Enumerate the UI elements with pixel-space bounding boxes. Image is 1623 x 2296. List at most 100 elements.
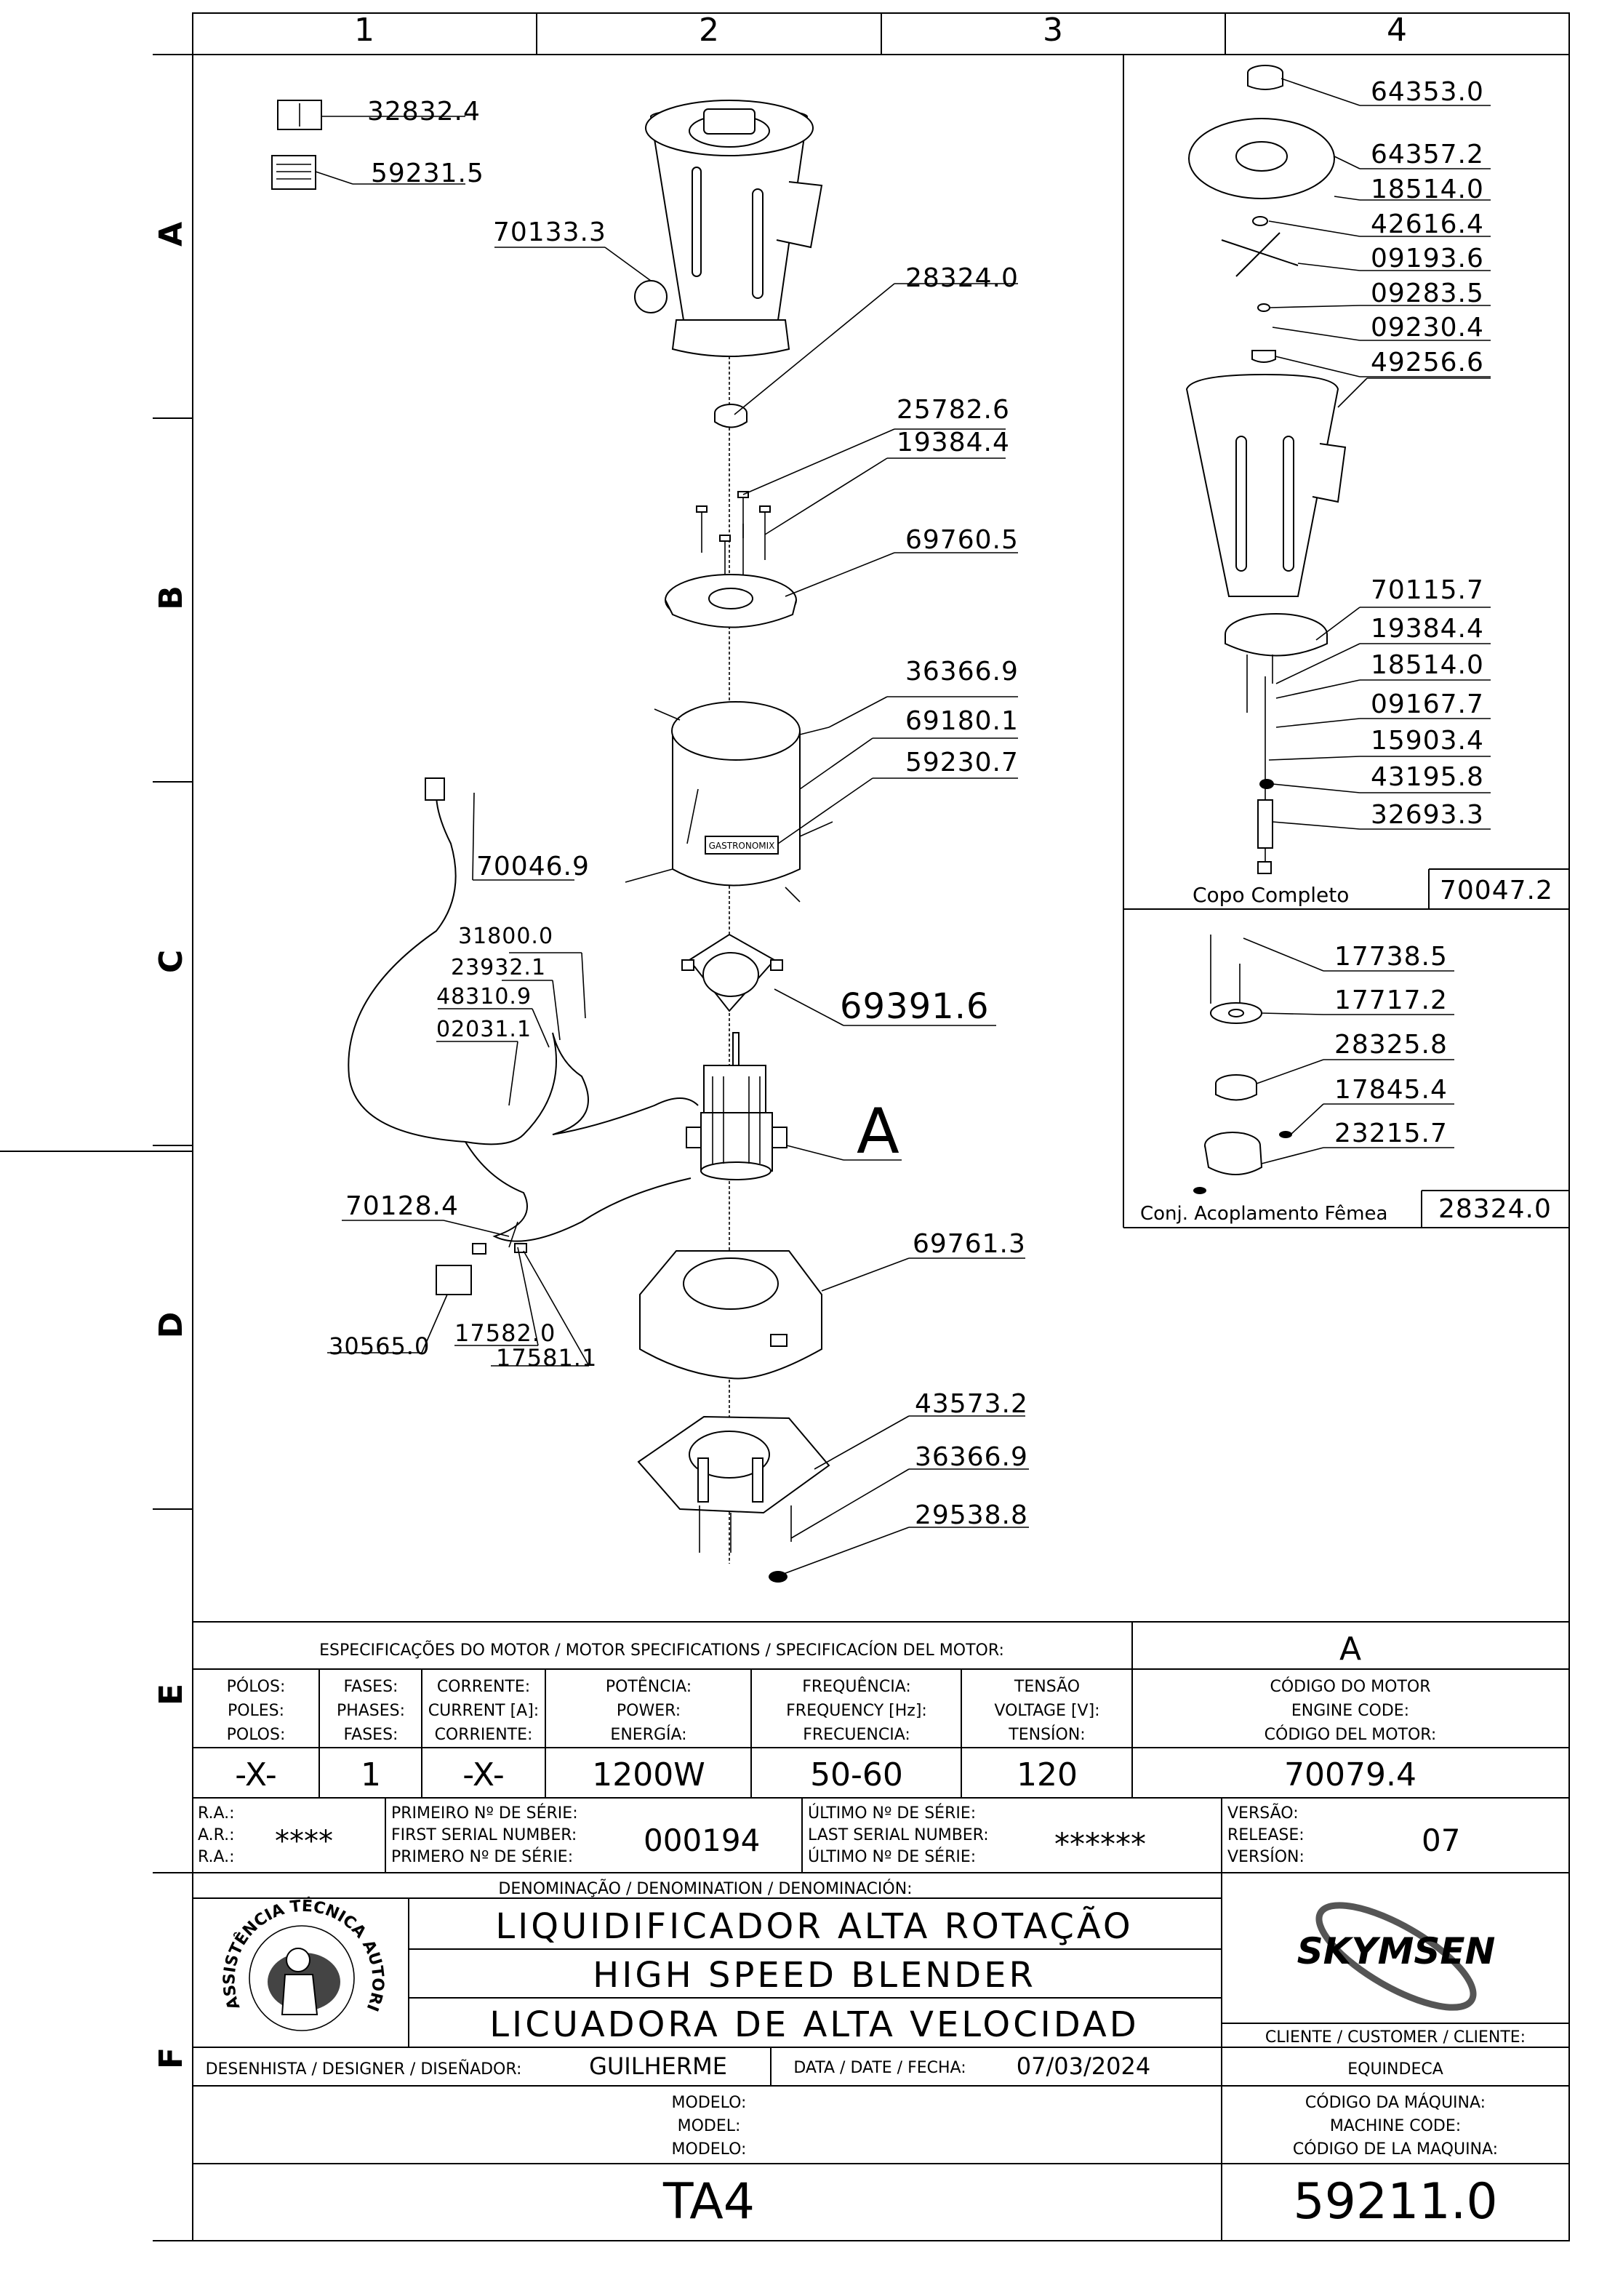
drawing-frame bbox=[0, 12, 1570, 2241]
part-numbers-copo: 64353.0 64357.2 18514.0 42616.4 09193.6 … bbox=[1140, 77, 1553, 1225]
column-label: 2 bbox=[699, 12, 719, 49]
part-number: 29538.8 bbox=[915, 1500, 1028, 1530]
part-number: 09283.5 bbox=[1371, 279, 1484, 308]
motor-reference: A bbox=[857, 1095, 900, 1168]
label-text: FIRST SERIAL NUMBER: bbox=[391, 1826, 577, 1844]
name-en: HIGH SPEED BLENDER bbox=[593, 1955, 1036, 1996]
column-label: 4 bbox=[1387, 12, 1407, 49]
part-number: 23215.7 bbox=[1334, 1119, 1448, 1148]
label-text: FREQUENCY [Hz]: bbox=[786, 1702, 927, 1720]
spec-value-frequency: 50-60 bbox=[810, 1756, 903, 1793]
label-text: FASES: bbox=[344, 1726, 398, 1744]
part-number: 17581.1 bbox=[496, 1344, 597, 1372]
acoplamento-code: 28324.0 bbox=[1438, 1194, 1552, 1224]
column-label: 3 bbox=[1043, 12, 1063, 49]
label-text: POLOS: bbox=[227, 1726, 286, 1744]
label-text: CÓDIGO DE LA MAQUINA: bbox=[1293, 2140, 1498, 2159]
part-number: 09167.7 bbox=[1371, 689, 1484, 719]
spec-value-voltage: 120 bbox=[1017, 1756, 1078, 1793]
part-number: 43195.8 bbox=[1371, 762, 1484, 792]
spec-value-current: -X- bbox=[462, 1756, 505, 1793]
part-number: 59230.7 bbox=[905, 748, 1019, 777]
label-text: ÚLTIMO Nº DE SÉRIE: bbox=[808, 1804, 976, 1823]
label-text: CURRENT [A]: bbox=[428, 1702, 539, 1720]
motor-spec-text: ESPECIFICAÇÕES DO MOTOR / MOTOR SPECIFIC… bbox=[227, 1631, 1437, 1793]
row-label: E bbox=[153, 1684, 190, 1705]
label-text: PRIMERO Nº DE SÉRIE: bbox=[391, 1847, 573, 1866]
part-number: 32832.4 bbox=[367, 97, 481, 127]
part-number: 69391.6 bbox=[840, 986, 990, 1027]
main-exploded-view: GASTRONOMIX bbox=[271, 100, 833, 1583]
part-number: 17717.2 bbox=[1334, 985, 1448, 1015]
part-number: 30565.0 bbox=[329, 1332, 430, 1360]
row-label: A bbox=[153, 222, 190, 247]
part-number: 70046.9 bbox=[476, 852, 590, 881]
part-number: 09193.6 bbox=[1371, 244, 1484, 273]
label-text: R.A.: bbox=[198, 1804, 235, 1823]
part-number: 17582.0 bbox=[454, 1319, 556, 1347]
motor-spec-ref: A bbox=[1339, 1631, 1361, 1668]
part-number: 17738.5 bbox=[1334, 942, 1448, 972]
date-value: 07/03/2024 bbox=[1017, 2052, 1150, 2080]
row-label: C bbox=[153, 950, 190, 973]
first-serial-value: 000194 bbox=[644, 1823, 760, 1858]
part-number: 70115.7 bbox=[1371, 575, 1484, 605]
part-number: 43573.2 bbox=[915, 1389, 1028, 1419]
row-label: D bbox=[153, 1312, 190, 1339]
part-number: 36366.9 bbox=[915, 1442, 1028, 1472]
label-text: CÓDIGO DO MOTOR bbox=[1270, 1677, 1430, 1696]
copo-code: 70047.2 bbox=[1440, 876, 1553, 905]
version-value: 07 bbox=[1422, 1823, 1460, 1858]
leader-lines-copo bbox=[1243, 78, 1491, 1164]
label-text: R.A.: bbox=[198, 1848, 235, 1866]
part-number: 09230.4 bbox=[1371, 313, 1484, 343]
label-text: PHASES: bbox=[337, 1702, 405, 1720]
date-label: DATA / DATE / FECHA: bbox=[793, 2059, 966, 2077]
customer-name: EQUINDECA bbox=[1347, 2060, 1443, 2079]
machine-code-value: 59211.0 bbox=[1293, 2173, 1497, 2231]
housing-decal: GASTRONOMIX bbox=[709, 841, 775, 851]
label-text: CÓDIGO DEL MOTOR: bbox=[1265, 1725, 1437, 1744]
designer-label: DESENHISTA / DESIGNER / DISEÑADOR: bbox=[206, 2059, 522, 2079]
denomination-label: DENOMINAÇÃO / DENOMINATION / DENOMINACIÓ… bbox=[498, 1879, 912, 1898]
part-number: 28324.0 bbox=[905, 263, 1019, 293]
column-label: 1 bbox=[354, 12, 374, 49]
serial-row: R.A.: A.R.: R.A.: **** PRIMEIRO Nº DE SÉ… bbox=[198, 1803, 1460, 1866]
leader-lines-main bbox=[315, 116, 1029, 1575]
motor-spec-title: ESPECIFICAÇÕES DO MOTOR / MOTOR SPECIFIC… bbox=[319, 1640, 1004, 1660]
part-number: 59231.5 bbox=[371, 159, 484, 188]
label-text: VERSÃO: bbox=[1227, 1803, 1299, 1823]
part-number: 69180.1 bbox=[905, 706, 1019, 736]
label-text: CÓDIGO DA MÁQUINA: bbox=[1305, 2093, 1486, 2112]
label-text: RELEASE: bbox=[1227, 1826, 1305, 1844]
label-text: PRIMEIRO Nº DE SÉRIE: bbox=[391, 1804, 578, 1823]
acoplamento-title: Conj. Acoplamento Fêmea bbox=[1140, 1203, 1387, 1225]
label-text: CORRIENTE: bbox=[435, 1726, 533, 1744]
part-number: 25782.6 bbox=[897, 395, 1010, 425]
part-number: 15903.4 bbox=[1371, 726, 1484, 756]
brand-logo: SKYMSEN bbox=[1297, 1930, 1496, 1972]
part-number: 17845.4 bbox=[1334, 1075, 1448, 1105]
label-text: ENGINE CODE: bbox=[1291, 1702, 1409, 1720]
part-number: 70128.4 bbox=[345, 1191, 459, 1221]
title-block-text: DENOMINAÇÃO / DENOMINATION / DENOMINACIÓ… bbox=[206, 1879, 1526, 2231]
spec-value-motor-code: 70079.4 bbox=[1284, 1756, 1416, 1793]
part-number: 32693.3 bbox=[1371, 800, 1484, 830]
part-number: 19384.4 bbox=[1371, 614, 1484, 644]
part-number: 70133.3 bbox=[493, 217, 606, 247]
label-text: MODEL: bbox=[678, 2117, 741, 2135]
label-text: A.R.: bbox=[198, 1826, 235, 1844]
label-text: MACHINE CODE: bbox=[1330, 2117, 1461, 2135]
motor-spec-table bbox=[193, 1621, 1569, 1873]
row-labels: A B C D E F bbox=[153, 222, 190, 2069]
part-number: 69760.5 bbox=[905, 525, 1019, 555]
part-number: 23932.1 bbox=[451, 955, 546, 980]
name-es: LICUADORA DE ALTA VELOCIDAD bbox=[489, 2004, 1139, 2045]
part-number: 64357.2 bbox=[1371, 140, 1484, 169]
name-pt: LIQUIDIFICADOR ALTA ROTAÇÃO bbox=[495, 1906, 1133, 1947]
part-number: 18514.0 bbox=[1371, 650, 1484, 680]
ra-value: **** bbox=[275, 1825, 333, 1858]
last-serial-value: ****** bbox=[1054, 1826, 1146, 1862]
copo-completo-panel bbox=[1123, 55, 1569, 1228]
